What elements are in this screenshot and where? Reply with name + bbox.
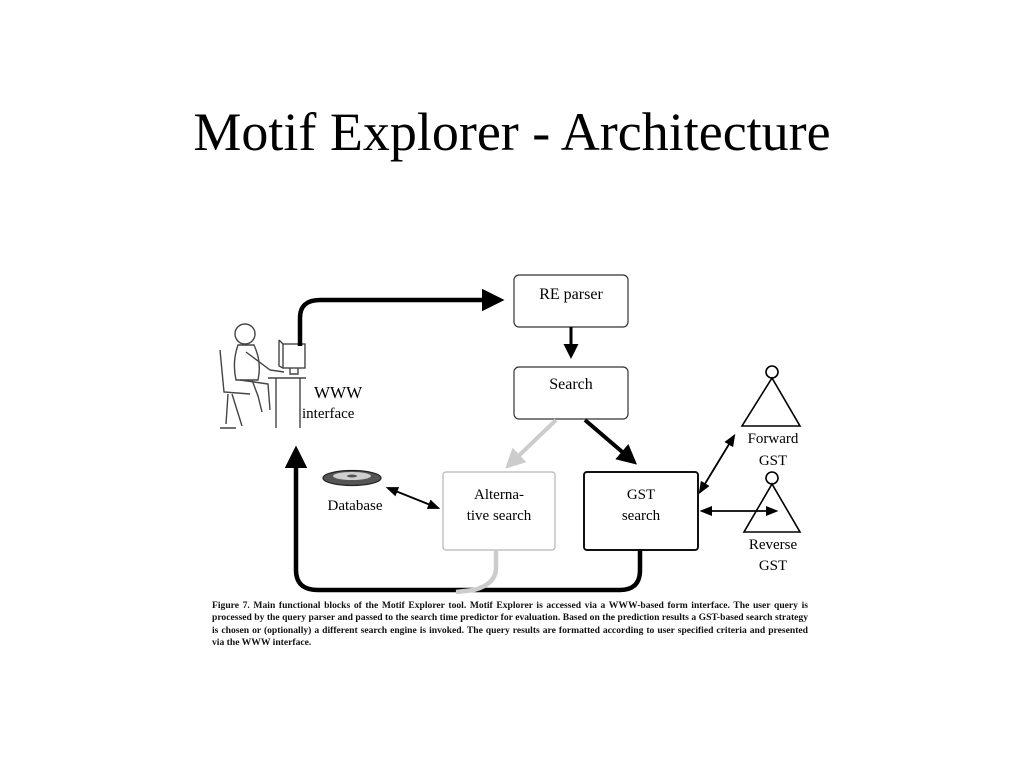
reverse-gst-label-line1: Reverse bbox=[749, 537, 798, 553]
database-label: Database bbox=[328, 498, 383, 514]
flow-database-alt-search bbox=[385, 487, 441, 509]
forward-gst-label-line1: Forward bbox=[748, 431, 799, 447]
flow-search-to-alt-search bbox=[505, 418, 558, 469]
search-box bbox=[513, 366, 629, 420]
computer-user-icon bbox=[219, 323, 306, 429]
figure-caption: Figure 7. Main functional blocks of the … bbox=[212, 600, 808, 649]
alternative-search-label-line2: tive search bbox=[467, 508, 532, 524]
flow-search-to-gst-search bbox=[583, 418, 638, 465]
forward-gst-tree-icon bbox=[740, 365, 802, 427]
slide-title: Motif Explorer - Architecture bbox=[193, 102, 831, 162]
reverse-gst-label-line2: GST bbox=[759, 558, 787, 574]
flow-alt-search-to-return bbox=[455, 551, 499, 595]
re-parser-label: RE parser bbox=[539, 286, 603, 303]
alternative-search-box bbox=[442, 471, 556, 551]
reverse-gst-tree-icon bbox=[742, 471, 802, 533]
www-interface-label-line2: interface bbox=[302, 406, 355, 422]
gst-search-label-line1: GST bbox=[627, 487, 655, 503]
flow-gst-search-forward-gst bbox=[698, 433, 736, 495]
database-disc-icon bbox=[322, 469, 382, 487]
forward-gst-label-line2: GST bbox=[759, 453, 787, 469]
gst-search-label-line2: search bbox=[622, 508, 661, 524]
search-label: Search bbox=[549, 376, 593, 393]
www-interface-label-line1: WWW bbox=[314, 383, 363, 402]
alternative-search-label-line1: Alterna- bbox=[474, 487, 524, 503]
flow-user-to-re-parser bbox=[297, 288, 505, 346]
